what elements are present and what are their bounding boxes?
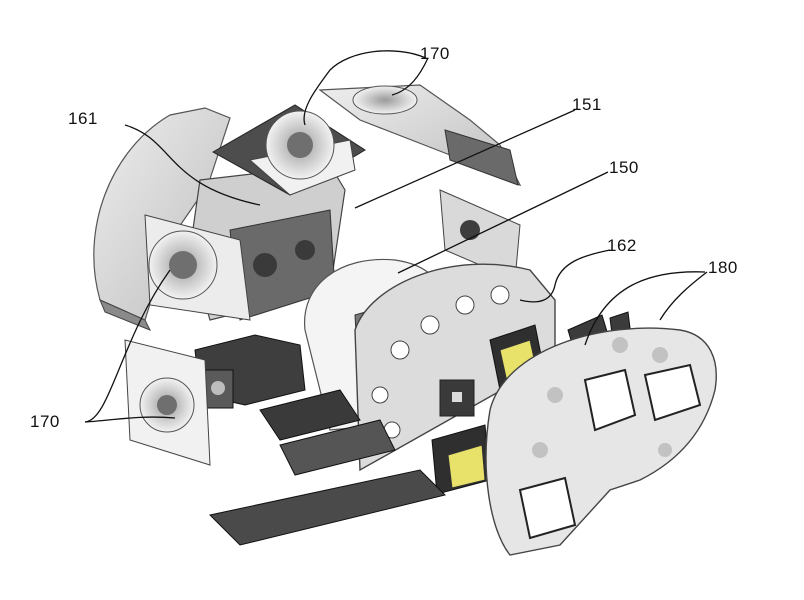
reference-label-150: 150 (609, 158, 639, 177)
leader-150 (397, 171, 609, 274)
reference-label-170-top: 170 (420, 44, 450, 63)
leader-162 (519, 249, 611, 303)
leader-170-left-b (84, 416, 176, 423)
leader-170-top-a (303, 50, 427, 126)
rear-dome-shell (93, 107, 231, 331)
leader-151 (354, 109, 576, 209)
face-visor (485, 327, 717, 556)
sensor-module-lower (431, 424, 491, 495)
top-fan-module (211, 104, 366, 196)
reference-label-170-left: 170 (30, 412, 60, 431)
left-fan-module (144, 214, 251, 321)
reference-label-161: 161 (68, 109, 98, 128)
leader-lines (84, 50, 708, 423)
top-shell-cover (318, 84, 522, 187)
left-lower-fan-module (124, 339, 211, 466)
motor-assembly (194, 334, 306, 409)
reference-label-162: 162 (607, 236, 637, 255)
leader-161 (124, 124, 261, 206)
base-plates (208, 389, 446, 546)
leader-170-top-b (391, 57, 429, 96)
leader-180-a (584, 271, 706, 346)
reference-label-180: 180 (708, 258, 738, 277)
leader-170-left-a (84, 269, 171, 423)
leader-180-b (659, 271, 708, 321)
reference-label-151: 151 (572, 95, 602, 114)
optics-plate-162 (354, 263, 556, 472)
